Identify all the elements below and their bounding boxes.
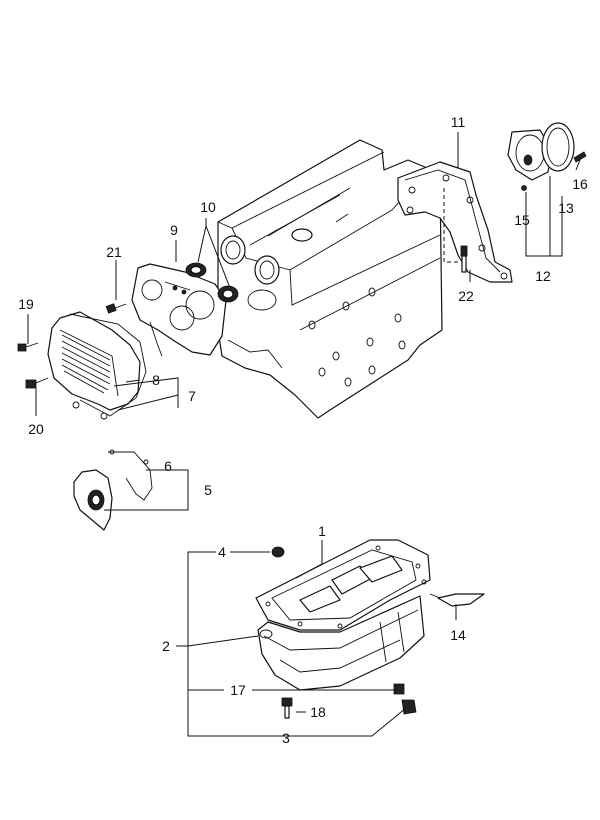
callout-6: 6 bbox=[164, 458, 172, 474]
lower-timing-cover bbox=[73, 469, 113, 531]
gasket-6 bbox=[108, 449, 153, 501]
upper-timing-cover bbox=[131, 263, 227, 357]
bolt-20 bbox=[25, 377, 49, 389]
bolt-21 bbox=[105, 303, 127, 314]
leader-lines bbox=[27, 132, 581, 737]
front-timing-cover bbox=[47, 311, 141, 411]
bolt-15 bbox=[521, 185, 527, 191]
plug-4 bbox=[271, 546, 285, 558]
callout-11: 11 bbox=[451, 114, 466, 130]
callout-17: 17 bbox=[230, 682, 246, 698]
callout-15: 15 bbox=[514, 212, 530, 228]
callout-5: 5 bbox=[204, 482, 212, 498]
callout-16: 16 bbox=[572, 176, 588, 192]
bolt-17 bbox=[393, 683, 405, 695]
callout-labels: 1 2 3 4 5 6 7 8 9 10 11 12 13 14 15 16 1… bbox=[18, 114, 588, 746]
engine-block bbox=[217, 139, 443, 419]
gasket-8 bbox=[69, 313, 147, 420]
oil-seal-10-lower bbox=[217, 285, 239, 303]
oil-level-gauge-14 bbox=[429, 593, 485, 607]
callout-12: 12 bbox=[535, 268, 551, 284]
callout-21: 21 bbox=[106, 244, 122, 260]
callout-8: 8 bbox=[152, 372, 160, 388]
bolt-18 bbox=[281, 697, 293, 719]
oil-pan-lower bbox=[257, 595, 425, 691]
callout-20: 20 bbox=[28, 421, 44, 437]
callout-22: 22 bbox=[458, 288, 474, 304]
drain-plug-3 bbox=[401, 699, 417, 715]
callout-13: 13 bbox=[558, 200, 574, 216]
callout-14: 14 bbox=[450, 627, 466, 643]
oil-seal-10-upper bbox=[185, 262, 207, 278]
rear-gasket bbox=[397, 161, 513, 283]
callout-10: 10 bbox=[200, 199, 216, 215]
callout-7: 7 bbox=[188, 388, 196, 404]
callout-18: 18 bbox=[310, 704, 326, 720]
callout-1: 1 bbox=[318, 523, 326, 539]
callout-2: 2 bbox=[162, 638, 170, 654]
dash-leader-11 bbox=[443, 188, 458, 263]
rear-oil-seal-ring bbox=[541, 122, 575, 172]
callout-9: 9 bbox=[170, 222, 178, 238]
callout-3: 3 bbox=[282, 730, 290, 746]
callout-19: 19 bbox=[18, 296, 34, 312]
oil-pan-upper bbox=[255, 539, 431, 631]
bolt-16 bbox=[573, 151, 587, 163]
callout-4: 4 bbox=[218, 544, 226, 560]
bolt-19 bbox=[17, 342, 39, 352]
